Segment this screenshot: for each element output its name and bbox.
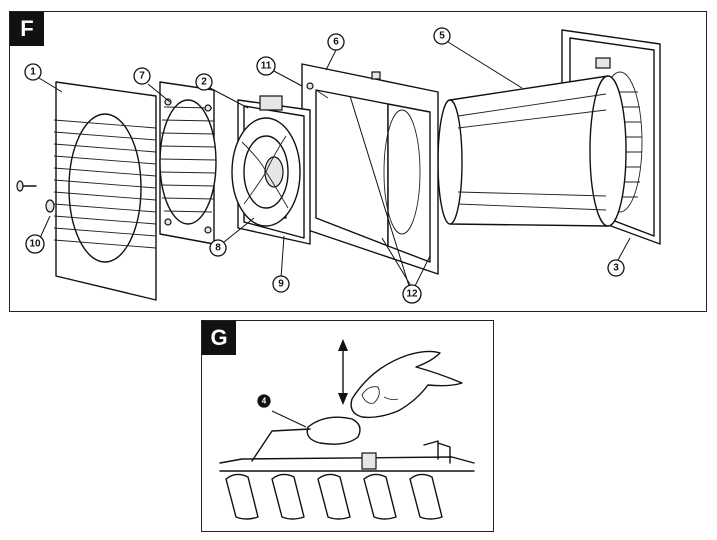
louvre-insert [159, 81, 217, 245]
up-down-arrow-icon [338, 339, 348, 405]
callout-4: 4 [257, 394, 271, 408]
callout-11: 11 [256, 56, 276, 76]
leader-lines [38, 41, 631, 287]
switch-detail-drawing: 4 [219, 339, 475, 520]
svg-text:2: 2 [201, 77, 207, 88]
callout-3: 3 [607, 259, 625, 277]
screw [16, 180, 55, 213]
callout-6: 6 [327, 33, 345, 51]
svg-text:4: 4 [262, 397, 267, 406]
front-grille [53, 81, 157, 301]
svg-text:12: 12 [406, 289, 418, 300]
callout-9: 9 [272, 275, 290, 293]
callout-8: 8 [209, 239, 227, 257]
panel-f-label: F [10, 12, 44, 46]
callout-10: 10 [25, 234, 45, 254]
leader-line-4 [271, 410, 307, 428]
callout-5: 5 [433, 27, 451, 45]
exploded-assembly-drawing: 1 2 3 5 6 7 8 9 10 11 12 [16, 27, 661, 304]
impeller [231, 117, 301, 227]
svg-text:8: 8 [215, 243, 221, 254]
callout-1: 1 [24, 63, 42, 81]
panel-f-exploded-view: F [9, 11, 707, 312]
svg-text:11: 11 [261, 61, 272, 72]
svg-text:6: 6 [333, 37, 339, 48]
callout-12: 12 [402, 284, 422, 304]
panel-g-label: G [202, 321, 236, 355]
svg-text:1: 1 [30, 67, 36, 78]
switch-tab [251, 416, 361, 462]
callout-2: 2 [195, 73, 213, 91]
housing-top [219, 440, 475, 472]
svg-text:9: 9 [278, 279, 284, 290]
svg-text:3: 3 [613, 263, 619, 274]
callout-7: 7 [133, 67, 151, 85]
svg-text:5: 5 [439, 31, 445, 42]
duct-tube [437, 75, 627, 227]
mounting-flange [301, 63, 439, 275]
panel-g-detail-view: G [201, 320, 494, 532]
svg-text:7: 7 [139, 71, 145, 82]
svg-text:10: 10 [29, 239, 41, 250]
finger-illustration [350, 350, 463, 419]
louvre-slats [225, 473, 443, 520]
